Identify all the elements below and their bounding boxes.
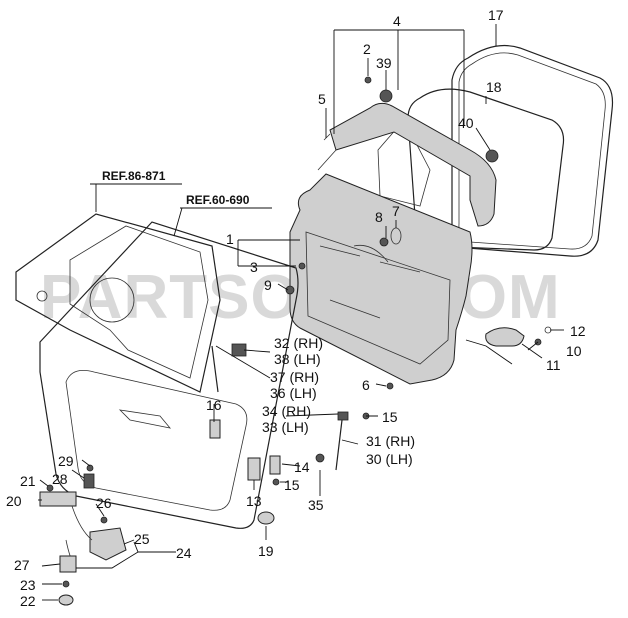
callout-1: 1: [226, 231, 234, 247]
callout-38: 38 (LH): [274, 351, 321, 367]
callout-14: 14: [294, 459, 310, 475]
part-actuator-28[interactable]: [83, 473, 95, 489]
part-rear-glass: [15, 213, 221, 393]
callout-16: 16: [206, 397, 222, 413]
part-weatherstrip-outer[interactable]: [450, 45, 614, 257]
callout-31: 31 (RH): [366, 433, 415, 449]
callout-15-lower: 15: [284, 477, 300, 493]
part-hinge-14[interactable]: [269, 455, 281, 475]
callout-10: 10: [566, 343, 582, 359]
callout-7: 7: [392, 203, 400, 219]
part-upper-trim[interactable]: [329, 102, 497, 227]
callout-2: 2: [363, 41, 371, 57]
part-bracket-34-33[interactable]: [337, 411, 349, 421]
part-tailgate-shell: [39, 221, 299, 529]
part-screw-2[interactable]: [364, 76, 372, 84]
part-bolt-8[interactable]: [379, 237, 389, 247]
part-screw-6[interactable]: [386, 382, 394, 390]
part-latch-25[interactable]: [89, 527, 127, 561]
part-latch-27[interactable]: [59, 555, 77, 573]
callout-29: 29: [58, 453, 74, 469]
callout-40: 40: [458, 115, 474, 131]
part-screw-29[interactable]: [86, 464, 94, 472]
callout-32: 32 (RH): [274, 335, 323, 351]
callout-13: 13: [246, 493, 262, 509]
callout-24: 24: [176, 545, 192, 561]
callout-28: 28: [52, 471, 68, 487]
part-screw-26[interactable]: [100, 516, 108, 524]
callout-30: 30 (LH): [366, 451, 413, 467]
callout-6: 6: [362, 377, 370, 393]
callouts: 1 2 3 4 5 6 7 8 9 10 11 12 13 14 15 15 1…: [6, 7, 586, 609]
part-clip-40[interactable]: [485, 149, 499, 163]
part-tailgate-trim-panel[interactable]: [289, 173, 473, 385]
part-pull-handle[interactable]: [485, 327, 525, 347]
callout-15-upper: 15: [382, 409, 398, 425]
part-bolt-23[interactable]: [62, 580, 70, 588]
callout-4: 4: [393, 13, 401, 29]
part-bolt-35[interactable]: [315, 453, 325, 463]
callout-11: 11: [546, 357, 561, 373]
part-gas-strut-lh[interactable]: [335, 419, 343, 471]
callout-39: 39: [376, 55, 392, 71]
callout-3: 3: [250, 259, 258, 275]
part-hinge-32-38[interactable]: [231, 343, 247, 357]
callout-25: 25: [134, 531, 150, 547]
callout-33: 33 (LH): [262, 419, 309, 435]
part-striker-22[interactable]: [58, 594, 74, 606]
callout-35: 35: [308, 497, 324, 513]
callout-12: 12: [570, 323, 586, 339]
part-bumper-16[interactable]: [209, 419, 221, 439]
callout-9: 9: [264, 277, 272, 293]
leader-lines: [38, 24, 564, 601]
callout-8: 8: [375, 209, 383, 225]
callout-23: 23: [20, 577, 36, 593]
part-screw-21[interactable]: [46, 484, 54, 492]
part-screw-3[interactable]: [298, 262, 306, 270]
part-bolt-15-lower[interactable]: [272, 478, 280, 486]
callout-27: 27: [14, 557, 30, 573]
callout-21: 21: [20, 473, 36, 489]
callout-18: 18: [486, 79, 502, 95]
ref-label-glass: REF.86-871: [102, 169, 166, 183]
part-hinge-13[interactable]: [247, 457, 261, 481]
callout-5: 5: [318, 91, 326, 107]
ref-label-shell: REF.60-690: [186, 193, 250, 207]
callout-37: 37 (RH): [270, 369, 319, 385]
callout-19: 19: [258, 543, 274, 559]
callout-34: 34 (RH): [262, 403, 311, 419]
part-bumper-19[interactable]: [257, 511, 275, 525]
callout-22: 22: [20, 593, 36, 609]
callout-36: 36 (LH): [270, 385, 317, 401]
part-switch-20[interactable]: [39, 491, 77, 507]
callout-20: 20: [6, 493, 22, 509]
part-clip-9[interactable]: [285, 285, 295, 295]
part-gas-strut-rh[interactable]: [211, 345, 219, 393]
callout-26: 26: [96, 495, 112, 511]
callout-17: 17: [488, 7, 504, 23]
part-clip-39[interactable]: [379, 89, 393, 103]
